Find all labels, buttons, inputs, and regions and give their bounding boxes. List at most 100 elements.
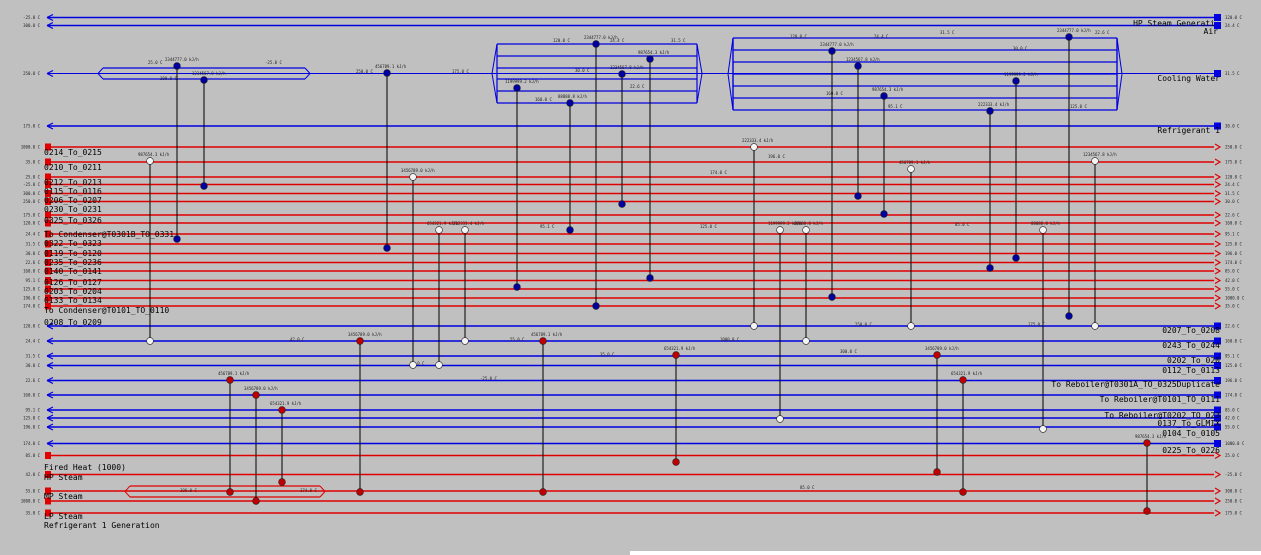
hot-stream-start-square[interactable] bbox=[45, 285, 51, 293]
exchanger-node[interactable] bbox=[200, 182, 208, 190]
hot-stream-start-square[interactable] bbox=[45, 211, 51, 219]
exchanger-node[interactable] bbox=[278, 406, 286, 414]
exchanger-node[interactable] bbox=[907, 165, 915, 173]
cold-stream-end-square[interactable] bbox=[1214, 337, 1221, 345]
hot-stream-start-square[interactable] bbox=[45, 219, 51, 227]
exchanger-node[interactable] bbox=[200, 76, 208, 84]
cold-stream-end-square[interactable] bbox=[1214, 322, 1221, 330]
exchanger-node[interactable] bbox=[539, 337, 547, 345]
hot-stream-start-square[interactable] bbox=[45, 294, 51, 302]
hot-stream-start-square[interactable] bbox=[45, 250, 51, 257]
exchanger-node[interactable] bbox=[776, 415, 784, 423]
cold-stream-end-square[interactable] bbox=[1214, 122, 1221, 130]
cold-stream-end-square[interactable] bbox=[1214, 70, 1221, 77]
exchanger-node[interactable] bbox=[226, 376, 234, 384]
exchanger-node[interactable] bbox=[776, 226, 784, 234]
hot-stream-start-square[interactable] bbox=[45, 143, 51, 151]
exchanger-node[interactable] bbox=[802, 226, 810, 234]
exchanger-node[interactable] bbox=[1091, 157, 1099, 165]
hot-stream-start-square[interactable] bbox=[45, 267, 51, 275]
exchanger-node[interactable] bbox=[461, 337, 469, 345]
cold-stream-end-square[interactable] bbox=[1214, 391, 1221, 399]
exchanger-node[interactable] bbox=[672, 458, 680, 466]
exchanger-node[interactable] bbox=[356, 337, 364, 345]
exchanger-node[interactable] bbox=[1143, 439, 1151, 447]
exchanger-node[interactable] bbox=[146, 157, 154, 165]
exchanger-node[interactable] bbox=[1012, 77, 1020, 85]
hot-stream-start-square[interactable] bbox=[45, 230, 51, 238]
exchanger-node[interactable] bbox=[1143, 507, 1151, 515]
exchanger-node[interactable] bbox=[828, 47, 836, 55]
exchanger-node[interactable] bbox=[959, 488, 967, 496]
exchanger-node[interactable] bbox=[356, 488, 364, 496]
exchanger-node[interactable] bbox=[672, 351, 680, 359]
exchanger-node[interactable] bbox=[1039, 425, 1047, 433]
exchanger-node[interactable] bbox=[854, 192, 862, 200]
cold-stream-end-square[interactable] bbox=[1214, 352, 1221, 360]
exchanger-node[interactable] bbox=[252, 497, 260, 505]
hot-stream-start-square[interactable] bbox=[45, 240, 51, 248]
cold-stream-end-square[interactable] bbox=[1214, 423, 1221, 431]
exchanger-node[interactable] bbox=[513, 283, 521, 291]
exchanger-node[interactable] bbox=[618, 200, 626, 208]
cold-stream-end-square[interactable] bbox=[1214, 14, 1221, 21]
exchanger-node[interactable] bbox=[750, 143, 758, 151]
hot-stream-start-square[interactable] bbox=[45, 497, 51, 505]
exchanger-node[interactable] bbox=[566, 99, 574, 107]
hot-stream-start-square[interactable] bbox=[45, 158, 51, 166]
exchanger-node[interactable] bbox=[802, 337, 810, 345]
exchanger-node[interactable] bbox=[750, 322, 758, 330]
exchanger-node[interactable] bbox=[907, 322, 915, 330]
hot-stream-start-square[interactable] bbox=[45, 190, 51, 197]
exchanger-node[interactable] bbox=[1091, 322, 1099, 330]
exchanger-node[interactable] bbox=[435, 361, 443, 369]
cold-stream-end-square[interactable] bbox=[1214, 406, 1221, 414]
exchanger-node[interactable] bbox=[880, 210, 888, 218]
hot-stream-start-square[interactable] bbox=[45, 198, 51, 205]
exchanger-node[interactable] bbox=[513, 84, 521, 92]
exchanger-node[interactable] bbox=[409, 361, 417, 369]
hot-stream-start-square[interactable] bbox=[45, 452, 51, 459]
exchanger-node[interactable] bbox=[618, 70, 626, 78]
exchanger-node[interactable] bbox=[278, 478, 286, 486]
exchanger-node[interactable] bbox=[461, 226, 469, 234]
exchanger-node[interactable] bbox=[986, 264, 994, 272]
exchanger-node[interactable] bbox=[1065, 33, 1073, 41]
exchanger-node[interactable] bbox=[854, 62, 862, 70]
exchanger-node[interactable] bbox=[933, 468, 941, 476]
exchanger-node[interactable] bbox=[1039, 226, 1047, 234]
exchanger-node[interactable] bbox=[173, 235, 181, 243]
exchanger-node[interactable] bbox=[646, 55, 654, 63]
exchanger-node[interactable] bbox=[933, 351, 941, 359]
exchanger-node[interactable] bbox=[592, 302, 600, 310]
hot-stream-start-square[interactable] bbox=[45, 471, 51, 478]
hot-stream-start-square[interactable] bbox=[45, 277, 51, 284]
exchanger-node[interactable] bbox=[959, 376, 967, 384]
hot-stream-start-square[interactable] bbox=[45, 181, 51, 188]
cold-stream-end-square[interactable] bbox=[1214, 440, 1221, 447]
exchanger-node[interactable] bbox=[252, 391, 260, 399]
exchanger-node[interactable] bbox=[646, 274, 654, 282]
exchanger-node[interactable] bbox=[880, 92, 888, 100]
exchanger-node[interactable] bbox=[1012, 254, 1020, 262]
hot-stream-start-square[interactable] bbox=[45, 173, 51, 181]
cold-stream-end-square[interactable] bbox=[1214, 362, 1221, 369]
hot-stream-start-square[interactable] bbox=[45, 302, 51, 310]
cold-stream-end-square[interactable] bbox=[1214, 414, 1221, 422]
hot-stream-start-square[interactable] bbox=[45, 487, 51, 495]
exchanger-node[interactable] bbox=[226, 488, 234, 496]
exchanger-node[interactable] bbox=[435, 226, 443, 234]
hot-stream-start-square[interactable] bbox=[45, 509, 51, 517]
exchanger-node[interactable] bbox=[539, 488, 547, 496]
exchanger-node[interactable] bbox=[828, 293, 836, 301]
exchanger-node[interactable] bbox=[986, 107, 994, 115]
exchanger-node[interactable] bbox=[146, 337, 154, 345]
exchanger-node[interactable] bbox=[173, 62, 181, 70]
exchanger-node[interactable] bbox=[566, 226, 574, 234]
exchanger-node[interactable] bbox=[383, 69, 391, 77]
exchanger-node[interactable] bbox=[409, 173, 417, 181]
cold-stream-end-square[interactable] bbox=[1214, 22, 1221, 29]
cold-stream-end-square[interactable] bbox=[1214, 377, 1221, 384]
exchanger-node[interactable] bbox=[592, 40, 600, 48]
exchanger-node[interactable] bbox=[383, 244, 391, 252]
